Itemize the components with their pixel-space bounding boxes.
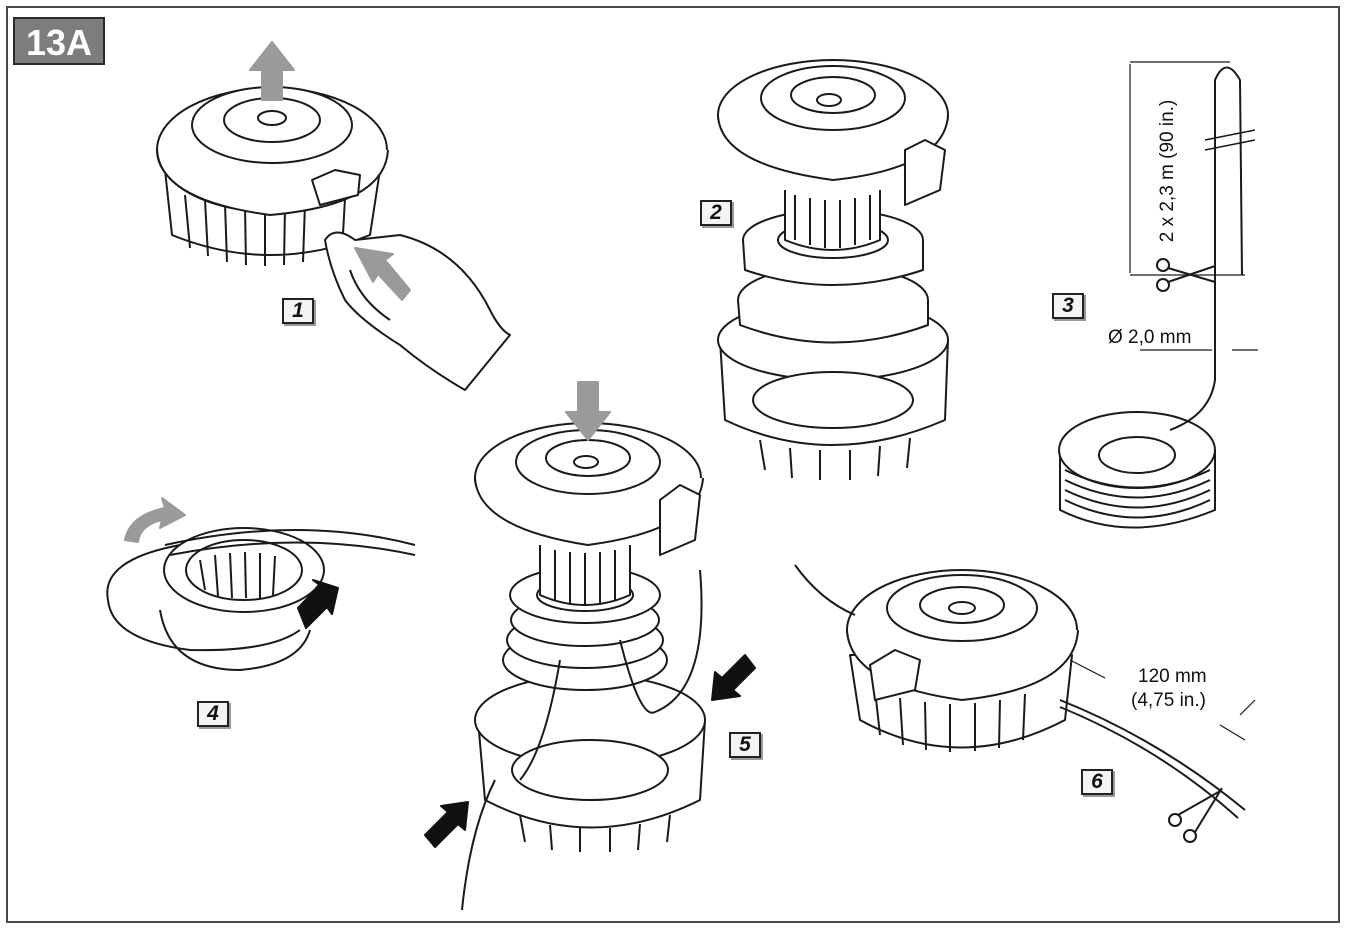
scissors-icon (1156, 258, 1216, 292)
step-2-exploded-head (717, 59, 949, 480)
step-3-line-spool (1058, 61, 1258, 529)
down-arrow-icon (565, 381, 611, 441)
push-arrow-icon (297, 579, 339, 629)
hand-illustration (324, 231, 511, 391)
step-4-winding-spool (106, 527, 416, 671)
rotate-arrow-icon (124, 497, 186, 543)
line-diameter-dimension: Ø 2,0 mm (1108, 327, 1192, 348)
step-label-3: 3 (1052, 293, 1084, 319)
trim-length-mm-dimension: 120 mm (1138, 666, 1207, 687)
step-label-1: 1 (282, 298, 314, 324)
push-arrow-icon (424, 801, 469, 848)
step-label-5: 5 (729, 732, 761, 758)
push-arrow-icon (711, 654, 756, 701)
step-1-trimmer-head (156, 86, 389, 266)
push-arrow-icon (354, 247, 411, 301)
scissors-icon (1168, 787, 1223, 843)
line-length-dimension: 2 x 2,3 m (90 in.) (1157, 99, 1178, 243)
step-5-reassembly (461, 422, 706, 911)
step-label-4: 4 (197, 701, 229, 727)
step-label-2: 2 (700, 200, 732, 226)
step-6-finished-head (794, 564, 1256, 819)
step-label-6: 6 (1081, 769, 1113, 795)
figure-label: 13A (13, 17, 105, 65)
trim-length-in-dimension: (4,75 in.) (1131, 690, 1206, 711)
up-arrow-icon (249, 41, 295, 101)
